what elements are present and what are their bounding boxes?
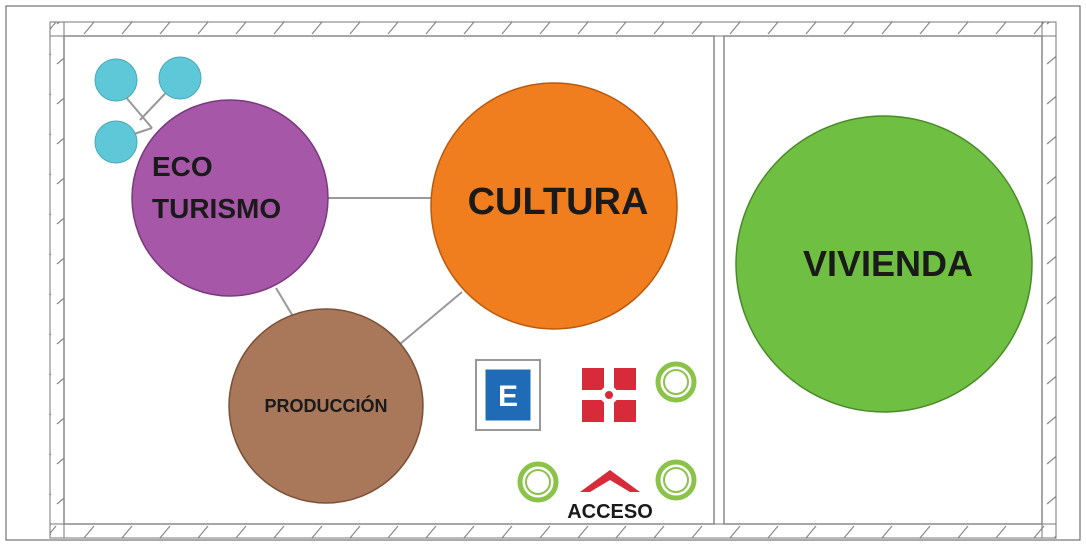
node-produccion: PRODUCCIÓN — [228, 308, 424, 504]
node-ecoturismo: ECO TURISMO — [131, 99, 329, 297]
site-boundary-wall — [49, 21, 1057, 539]
small-circle — [94, 58, 138, 102]
node-vivienda: VIVIENDA — [735, 115, 1033, 413]
node-label: TURISMO — [152, 193, 281, 224]
node-label: CULTURA — [468, 181, 649, 223]
node-cultura: CULTURA — [430, 82, 678, 330]
tree-icon — [655, 361, 697, 403]
parking-icon: E — [475, 359, 541, 431]
node-label: VIVIENDA — [803, 243, 973, 284]
tree-icon — [517, 461, 559, 503]
first-aid-icon — [582, 368, 636, 422]
node-label: ECO — [152, 151, 213, 182]
small-circle — [94, 120, 138, 164]
access-label: ACCESO — [567, 501, 653, 523]
tree-icon — [655, 459, 697, 501]
parking-letter: E — [498, 380, 518, 413]
small-circle — [158, 56, 202, 100]
access-marker: ACCESO — [567, 470, 653, 523]
outer-frame — [5, 5, 1081, 541]
node-label: PRODUCCIÓN — [264, 395, 387, 416]
